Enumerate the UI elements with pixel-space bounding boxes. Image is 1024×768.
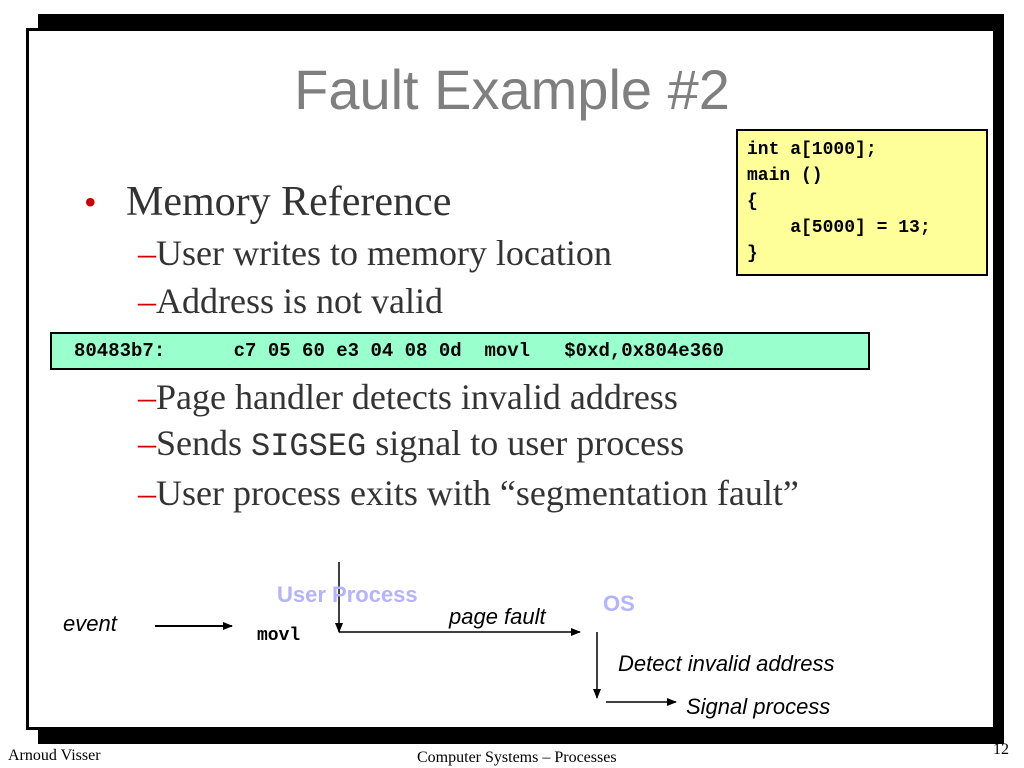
sub-bullet-address-invalid: –Address is not valid [138,280,443,322]
sub-bullet-process-exits: –User process exits with “segmentation f… [138,472,799,514]
code-line: a[5000] = 13; [747,218,931,238]
event-label: event [63,611,117,636]
sub-bullet-text: User writes to memory location [156,233,612,273]
sub-bullet-text: Page handler detects invalid address [156,377,678,417]
sigseg-code: SIGSEG [251,428,367,465]
code-line: { [747,192,758,212]
sub-bullet-text: Address is not valid [156,281,443,321]
signal-process-label: Signal process [686,694,831,719]
page-number: 12 [993,741,1009,758]
bullet-dot-icon: • [84,182,97,222]
sub-bullet-user-writes: –User writes to memory location [138,232,612,274]
sub-bullet-sends-signal: –Sends SIGSEG signal to user process [138,422,684,468]
os-label: OS [603,591,635,616]
dash-icon: – [138,281,156,321]
footer-course: Computer Systems – Processes [417,749,617,766]
bullet-memory-reference: Memory Reference [126,179,452,225]
dash-icon: – [138,423,156,463]
sub-bullet-text: User process exits with “segmentation fa… [156,473,799,513]
code-line: } [747,244,758,264]
sub-bullet-page-handler: –Page handler detects invalid address [138,376,678,418]
code-line: int a[1000]; [747,140,877,160]
detect-invalid-address-label: Detect invalid address [618,651,835,676]
dash-icon: – [138,377,156,417]
slide-title: Fault Example #2 [294,58,730,121]
sub-bullet-text-pre: Sends [156,423,252,463]
user-process-label: User Process [277,582,418,607]
c-code-box: int a[1000]; main () { a[5000] = 13; } [736,129,988,276]
assembly-instruction-box: 80483b7: c7 05 60 e3 04 08 0d movl $0xd,… [50,332,870,370]
footer-author: Arnoud Visser [8,747,101,764]
dash-icon: – [138,233,156,273]
code-line: main () [747,166,823,186]
sub-bullet-text-post: signal to user process [366,423,685,463]
dash-icon: – [138,473,156,513]
page-fault-label: page fault [449,604,546,629]
movl-label: movl [257,626,301,646]
